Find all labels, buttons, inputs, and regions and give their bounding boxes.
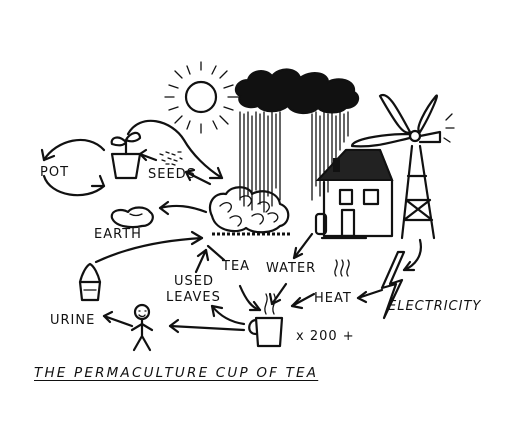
sun-icon	[164, 61, 239, 134]
arrow-person-to-urine	[102, 314, 134, 328]
arrow-cup-to-used-leaves	[210, 304, 246, 326]
arrow-water-to-cup	[270, 282, 288, 306]
arrow-cup-to-person	[168, 324, 246, 332]
seedling-pot-icon	[110, 131, 142, 180]
label-multiplier: x 200 +	[296, 329, 355, 344]
arrow-to-earth	[158, 204, 208, 214]
tea-cup-icon	[248, 293, 284, 348]
arrow-electricity-to-heat	[356, 288, 384, 300]
label-leaves: LEAVES	[166, 290, 221, 305]
earth-clods-icon	[110, 206, 154, 229]
heat-squiggle-icon	[334, 259, 350, 277]
label-earth: EARTH	[94, 227, 142, 242]
flow-arrows	[40, 119, 422, 334]
seeds-icon	[159, 151, 183, 166]
label-urine: URINE	[50, 313, 96, 328]
arrow-turbine-to-electricity	[402, 238, 422, 272]
arrow-used-leaves-to-bush	[194, 248, 208, 274]
arrow-seedling-to-pot	[42, 139, 106, 162]
label-pot: POT	[40, 165, 70, 180]
urine-cup-icon	[78, 262, 102, 302]
arrow-bush-to-seeds	[126, 119, 224, 180]
arrow-urine-to-bush	[94, 236, 204, 264]
rain-streaks	[239, 111, 349, 213]
cloud-icon	[234, 68, 360, 114]
arrow-heat-to-cup	[290, 292, 316, 308]
diagram-title: THE PERMACULTURE CUP OF TEA	[34, 365, 319, 381]
wind-turbine-icon	[350, 93, 455, 240]
house-icon	[314, 148, 394, 238]
label-electricity: ELECTRICITY	[388, 299, 482, 314]
person-icon	[130, 303, 154, 352]
arrow-rain-to-water	[292, 232, 314, 260]
label-used: USED	[174, 274, 214, 289]
label-heat: HEAT	[314, 291, 352, 306]
arrow-bush-seeds-short	[184, 170, 212, 186]
label-water: WATER	[266, 261, 317, 276]
arrow-pot-to-seedling	[42, 174, 106, 197]
arrow-seeds-to-seedling	[138, 152, 158, 162]
label-seeds: SEEDS	[148, 167, 196, 182]
arrow-tea-to-bush	[206, 244, 226, 262]
tea-bush-icon	[208, 186, 292, 236]
lightning-icon	[380, 250, 406, 320]
label-tea: TEA	[222, 259, 251, 274]
